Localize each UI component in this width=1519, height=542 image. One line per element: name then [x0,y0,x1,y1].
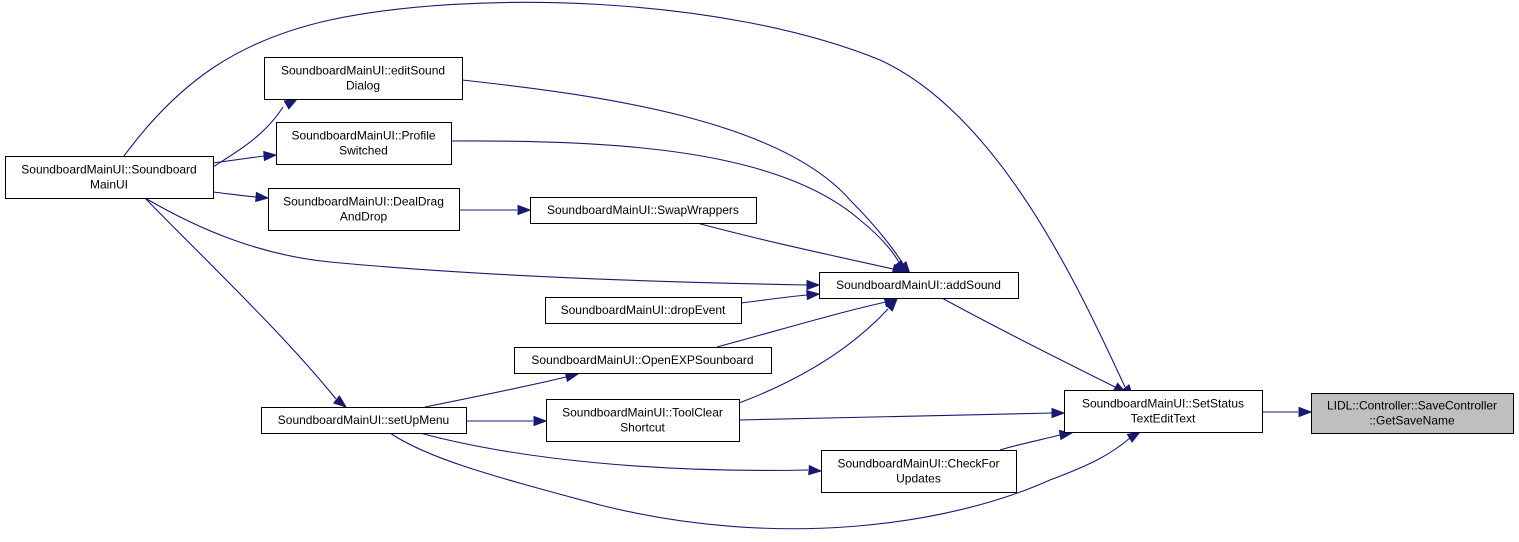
edge-arrowhead [1298,406,1313,418]
node-box[interactable] [545,297,742,324]
edge-arrowhead [283,98,299,110]
node-box[interactable] [264,57,463,100]
node-box[interactable] [514,347,772,374]
edge-arrowhead [808,464,823,476]
edge-arrowhead [884,297,898,312]
edge-line [123,1,1126,388]
node-label-line: SoundboardMainUI::OpenEXPSounboard [531,353,753,367]
node-label-line: Switched [339,144,388,158]
node-box[interactable] [268,188,460,231]
edge-line [716,301,887,348]
node-setup[interactable]: SoundboardMainUI::setUpMenu [261,407,467,434]
node-label-line: LIDL::Controller::SaveController [1327,399,1497,413]
edge-arrowhead [332,395,348,408]
node-label-line: MainUI [90,178,128,192]
node-label-line: SoundboardMainUI::ToolClear [562,406,723,420]
node-label-line: AndDrop [340,210,388,224]
edge-line [212,191,257,198]
edge-line [738,412,1053,421]
nodes-layer: SoundboardMainUI::SoundboardMainUISoundb… [5,57,1514,493]
edge-toolclr-to-addsound [738,297,898,404]
node-box[interactable] [821,450,1017,493]
edge-status-to-getsave [1262,406,1313,418]
edge-arrowhead [263,150,278,162]
edge-ctor-to-dragdrop [212,191,270,203]
node-label-line: Shortcut [620,421,665,435]
edge-dragdrop-to-swap [458,204,532,216]
node-ctor[interactable]: SoundboardMainUI::SoundboardMainUI [5,156,214,199]
node-label-line: SoundboardMainUI::setUpMenu [278,413,449,427]
node-box[interactable] [1311,393,1514,434]
edge-arrowhead [517,204,532,216]
node-box[interactable] [261,407,467,434]
edge-toolclr-to-status [738,407,1066,421]
edge-line [144,197,808,286]
node-swap[interactable]: SoundboardMainUI::SwapWrappers [530,197,757,224]
node-box[interactable] [276,122,452,165]
edge-line [696,222,894,270]
edge-arrowhead [1126,431,1142,443]
node-box[interactable] [819,272,1019,299]
edge-line [144,197,337,400]
node-label-line: Updates [896,472,941,486]
edge-openexp-to-addsound [716,297,899,348]
node-box[interactable] [546,399,740,442]
edge-arrowhead [1051,407,1066,419]
edge-drop-to-addsound [740,289,821,304]
edge-edit-to-addsound [461,79,911,276]
edge-arrowhead [255,191,270,203]
edge-arrowhead [533,415,548,427]
node-drop[interactable]: SoundboardMainUI::dropEvent [545,297,742,324]
edge-line [738,308,889,404]
edge-line [212,155,265,164]
edge-line [424,376,567,408]
edge-ctor-to-profile [212,150,278,164]
edge-setup-to-check [419,432,823,476]
node-getsave[interactable]: LIDL::Controller::SaveController::GetSav… [1311,393,1514,434]
node-label-line: ::GetSaveName [1369,414,1455,428]
node-box[interactable] [530,197,757,224]
edge-setup-to-status [389,431,1142,530]
node-label-line: SoundboardMainUI::DealDrag [283,195,444,209]
edge-setup-to-toolclr [465,415,548,427]
edge-setup-to-openexp [424,371,580,408]
edge-line [450,140,903,270]
edge-arrowhead [806,289,821,301]
edge-addsound-to-status [941,297,1128,394]
edge-ctor-to-addsound [144,197,821,291]
edge-line [941,297,1116,388]
node-openexp[interactable]: SoundboardMainUI::OpenEXPSounboard [514,347,772,374]
edge-line [461,79,907,270]
node-label-line: SoundboardMainUI::SwapWrappers [547,203,739,217]
node-label-line: SoundboardMainUI::editSound [281,64,445,78]
node-box[interactable] [1064,390,1263,433]
edge-swap-to-addsound [696,222,907,275]
edge-check-to-status [999,429,1074,451]
node-label-line: SoundboardMainUI::dropEvent [561,303,726,317]
edge-line [389,432,1131,530]
node-label-line: SoundboardMainUI::SetStatus [1082,397,1244,411]
node-label-line: SoundboardMainUI::addSound [836,278,1001,292]
edge-arrowhead [806,279,821,291]
node-label-line: SoundboardMainUI::Soundboard [21,163,196,177]
edge-ctor-to-setup [144,197,348,408]
edge-line [740,294,808,304]
node-label-line: TextEditText [1131,412,1196,426]
node-label-line: Dialog [346,79,380,93]
node-box[interactable] [5,156,214,199]
node-addsound[interactable]: SoundboardMainUI::addSound [819,272,1019,299]
edge-line [999,434,1061,451]
node-label-line: SoundboardMainUI::CheckFor [837,457,999,471]
node-label-line: SoundboardMainUI::Profile [291,129,435,143]
edge-line [419,432,809,471]
